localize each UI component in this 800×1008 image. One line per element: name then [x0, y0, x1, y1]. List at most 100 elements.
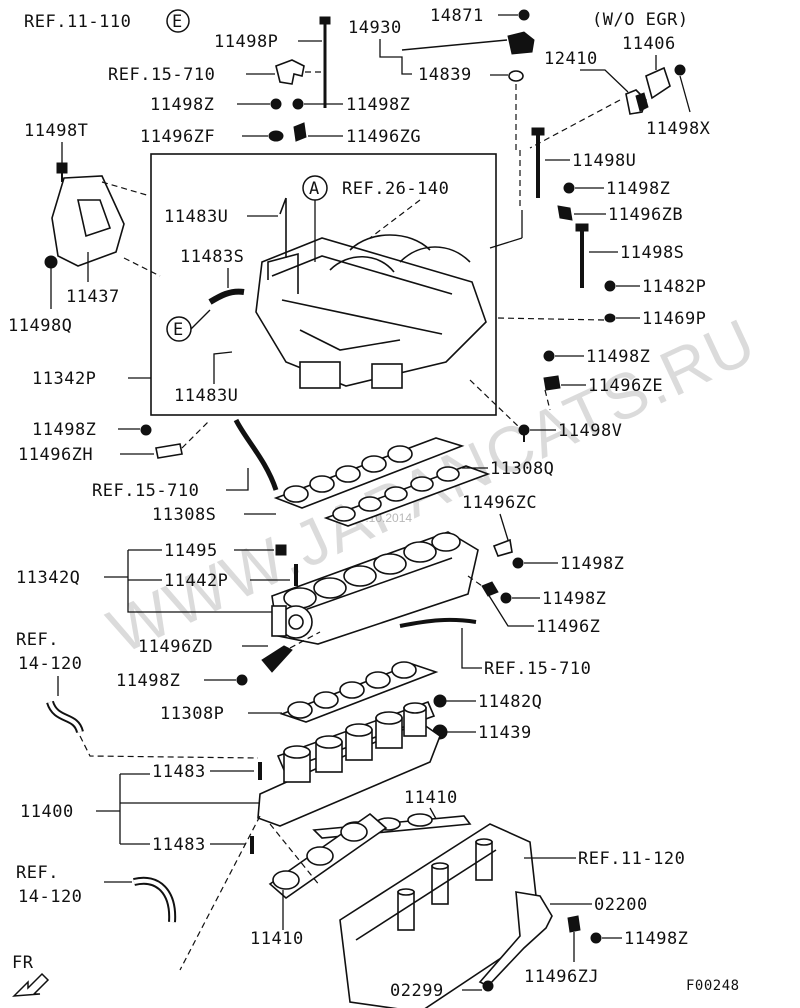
ref-11-120-label[interactable]: REF.11-120 [578, 849, 685, 869]
plug-11495 [275, 544, 287, 556]
part-11410-label-a[interactable]: 11410 [404, 788, 458, 808]
upper-plenum-11342P [255, 234, 487, 389]
part-11498Z-label-i[interactable]: 11498Z [624, 929, 688, 949]
part-11483U-label-a[interactable]: 11483U [164, 207, 228, 227]
part-11496ZJ-label[interactable]: 11496ZJ [524, 967, 599, 987]
clip-11496ZG [293, 122, 307, 142]
part-11498P-label[interactable]: 11498P [214, 32, 278, 52]
part-11469P-label[interactable]: 11469P [642, 309, 706, 329]
pipe-11483U-a [279, 197, 287, 258]
part-11498Z-label-d[interactable]: 11498Z [586, 347, 650, 367]
figure-code: F00248 [686, 978, 740, 994]
bolt-02299 [482, 980, 494, 992]
ref-14-120-b-line2[interactable]: 14-120 [18, 887, 82, 907]
bracket-11437 [51, 175, 125, 267]
part-11498Z-label-a[interactable]: 11498Z [150, 95, 214, 115]
part-11442P-label[interactable]: 11442P [164, 571, 228, 591]
clip-11496ZH [155, 443, 183, 459]
part-11483-label-b[interactable]: 11483 [152, 835, 206, 855]
part-11342P-label[interactable]: 11342P [32, 369, 96, 389]
bolt-11498S [575, 223, 589, 288]
part-11498Z-label-b[interactable]: 11498Z [346, 95, 410, 115]
clip-11496ZC [492, 538, 513, 557]
part-11498Z-label-e[interactable]: 11498Z [32, 420, 96, 440]
part-11496ZH-label[interactable]: 11496ZH [18, 445, 93, 465]
bolt-11498Z-f [512, 557, 524, 569]
part-11496ZE-label[interactable]: 11496ZE [588, 376, 663, 396]
part-11498Z-label-h[interactable]: 11498Z [116, 671, 180, 691]
gasket-11469P [604, 313, 616, 323]
part-11498Z-label-g[interactable]: 11498Z [542, 589, 606, 609]
bolt-11498V [518, 424, 530, 442]
part-11482P-label[interactable]: 11482P [642, 277, 706, 297]
bracket-02200 [478, 891, 553, 987]
bolt-11498P [319, 16, 331, 108]
ref-14-120-b-line1[interactable]: REF. [16, 863, 59, 883]
callout-a-letter: A [309, 179, 320, 199]
part-02299-label[interactable]: 02299 [390, 981, 444, 1001]
gasket-11308Q [273, 437, 465, 509]
part-11483S-label[interactable]: 11483S [180, 247, 244, 267]
part-11496Z-label[interactable]: 11496Z [536, 617, 600, 637]
ref-15-710-label-a[interactable]: REF.15-710 [108, 65, 215, 85]
part-11496ZG-label[interactable]: 11496ZG [346, 127, 421, 147]
part-11498V-label[interactable]: 11498V [558, 421, 622, 441]
clip-11496ZB [557, 205, 573, 221]
part-11496ZF-label[interactable]: 11496ZF [140, 127, 215, 147]
part-11437-label[interactable]: 11437 [66, 287, 120, 307]
part-11496ZB-label[interactable]: 11496ZB [608, 205, 683, 225]
bolt-11498T [56, 162, 68, 182]
part-11308P-label[interactable]: 11308P [160, 704, 224, 724]
ref-15-710-label-b[interactable]: REF.15-710 [92, 481, 199, 501]
part-14871-label[interactable]: 14871 [430, 6, 484, 26]
part-11498U-label[interactable]: 11498U [572, 151, 636, 171]
clip-11496ZF [268, 130, 284, 142]
part-11496ZD-label[interactable]: 11496ZD [138, 637, 213, 657]
plug-11482Q [433, 694, 447, 708]
part-11498S-label[interactable]: 11498S [620, 243, 684, 263]
ref-11-110-label[interactable]: REF.11-110 [24, 12, 131, 32]
egr-valve-14930 [401, 31, 535, 55]
part-02200-label[interactable]: 02200 [594, 895, 648, 915]
plug-11482P [604, 280, 616, 292]
part-11308S-label[interactable]: 11308S [152, 505, 216, 525]
part-11498Z-label-c[interactable]: 11498Z [606, 179, 670, 199]
part-11308Q-label[interactable]: 11308Q [490, 459, 554, 479]
gasket-14839 [508, 70, 524, 82]
clip-11496ZJ [567, 915, 581, 933]
part-14839-label[interactable]: 14839 [418, 65, 472, 85]
bolt-11498Z-i [590, 932, 602, 944]
part-12410-label[interactable]: 12410 [544, 49, 598, 69]
part-11483U-label-b[interactable]: 11483U [174, 386, 238, 406]
callout-e-top-letter: E [172, 12, 183, 32]
bolt-11498U [531, 127, 545, 198]
part-11496ZC-label[interactable]: 11496ZC [462, 493, 537, 513]
part-11498Z-label-f[interactable]: 11498Z [560, 554, 624, 574]
part-11400-label[interactable]: 11400 [20, 802, 74, 822]
ref-15-710-label-c[interactable]: REF.15-710 [484, 659, 591, 679]
part-14930-label[interactable]: 14930 [348, 18, 402, 38]
part-11498X-label[interactable]: 11498X [646, 119, 711, 139]
ref-14-120-a-line1[interactable]: REF. [16, 630, 59, 650]
nut-11498Q [44, 255, 58, 269]
part-11410-label-b[interactable]: 11410 [250, 929, 304, 949]
clip-11496Z [481, 581, 499, 597]
bracket-ref-15-710 [275, 59, 305, 85]
fr-label: FR [12, 953, 34, 973]
bolt-14871 [518, 9, 530, 21]
part-11342Q-label[interactable]: 11342Q [16, 568, 80, 588]
part-11498T-label[interactable]: 11498T [24, 121, 88, 141]
part-11439-label[interactable]: 11439 [478, 723, 532, 743]
part-11482Q-label[interactable]: 11482Q [478, 692, 542, 712]
intake-manifold-11342Q [271, 531, 479, 645]
part-11498Q-label[interactable]: 11498Q [8, 316, 72, 336]
part-11406-label[interactable]: 11406 [622, 34, 676, 54]
gasket-11410-b [268, 812, 388, 900]
cover-12410 [625, 66, 671, 115]
part-11495-label[interactable]: 11495 [164, 541, 218, 561]
bolt-11498Z-b [292, 98, 304, 110]
part-11483-label-a[interactable]: 11483 [152, 762, 206, 782]
ref-26-140-label[interactable]: REF.26-140 [342, 179, 449, 199]
ref-14-120-a-line2[interactable]: 14-120 [18, 654, 82, 674]
